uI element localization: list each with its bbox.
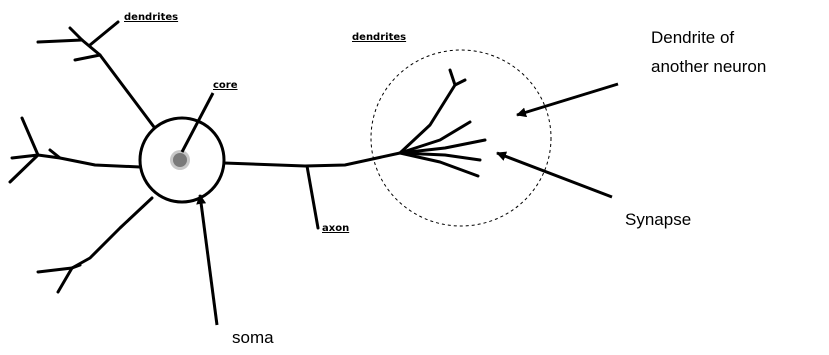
label-dendrites-left: dendrites (124, 12, 178, 23)
nucleus (173, 153, 187, 167)
label-synapse: Synapse (625, 210, 691, 229)
label-other-neuron-line1: Dendrite of (651, 28, 734, 47)
label-other-neuron-line2: another neuron (651, 57, 766, 76)
core-leader-line (180, 92, 215, 153)
soma-arrow (196, 194, 219, 326)
left-dendrites (8, 20, 162, 294)
label-soma: soma (232, 328, 274, 347)
label-core: core (213, 80, 238, 91)
axon-path (222, 151, 402, 230)
synapse-arrow (496, 151, 613, 199)
axon-terminals (398, 68, 487, 178)
other-neuron-arrow (516, 82, 619, 118)
label-axon: axon (322, 223, 349, 234)
synapse-region-circle (370, 49, 552, 227)
label-dendrites-right: dendrites (352, 32, 406, 43)
